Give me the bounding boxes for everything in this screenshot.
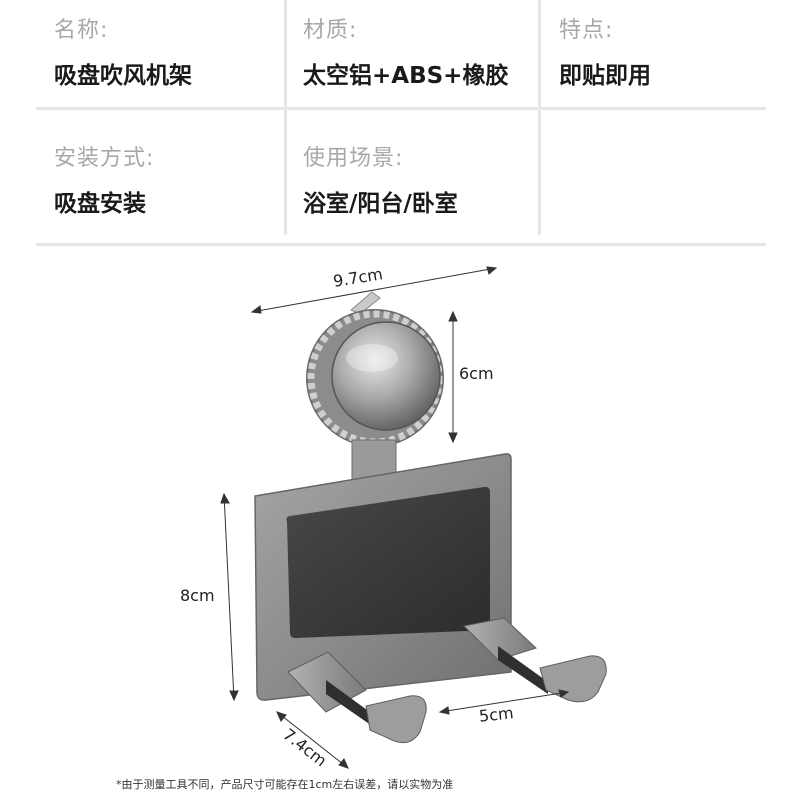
rubber-panel [286,486,490,638]
spec-label: 材质: [303,18,358,43]
arrow-head [558,689,570,698]
hook-left [287,651,427,744]
dim-label-height: 8cm [180,586,215,605]
suction-cap [331,321,441,431]
hook-right [462,617,607,703]
column-divider [284,0,287,108]
arrow-head [250,305,262,314]
spec-value: 吸盘吹风机架 [54,63,192,89]
spec-label: 使用场景: [303,146,404,171]
suction-cup [306,291,444,447]
dim-line-width [251,267,497,313]
spec-label: 名称: [54,18,109,43]
arrow-head [448,432,458,444]
dim-label-suction-height: 6cm [459,364,494,383]
arrow-head [229,690,239,702]
spec-value: 吸盘安装 [54,191,146,217]
row-divider [36,107,766,110]
arrow-head [486,266,498,275]
arrow-head [220,492,230,504]
measurement-disclaimer: *由于测量工具不同，产品尺寸可能存在1cm左右误差，请以实物为准 [116,778,454,791]
spec-label: 安装方式: [54,146,155,171]
spec-label: 特点: [559,18,614,43]
spec-table: 名称: 吸盘吹风机架 材质: 太空铝+ABS+橡胶 特点: 即贴即用 安装方式:… [36,0,766,250]
row-divider [36,243,766,246]
arrow-head [338,758,349,769]
cap-highlight [346,344,398,372]
arrow-head [448,310,458,322]
arrow-head [438,706,450,715]
column-divider [538,110,541,235]
dim-line-gap [439,691,569,713]
column-divider [538,0,541,108]
spec-value: 浴室/阳台/卧室 [303,191,458,217]
column-divider [284,110,287,235]
dimension-lines [220,266,570,769]
dim-line-depth [276,711,349,769]
spec-value: 太空铝+ABS+橡胶 [303,63,509,89]
spec-value: 即贴即用 [559,63,651,89]
arrow-head [276,711,287,722]
dim-label-hook-gap: 5cm [478,703,515,726]
dim-line-height [223,493,235,701]
back-plate [254,453,512,701]
